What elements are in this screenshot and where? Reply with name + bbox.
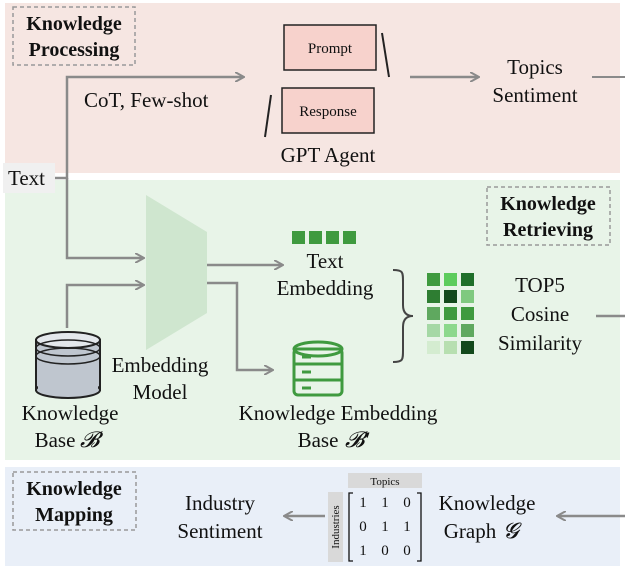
similarity-cell [461,273,474,286]
similarity-cell [444,324,457,337]
text-embedding-cell [326,231,339,244]
kb-embedding-symbol: 𝓑′ [345,427,370,452]
retrieving-section-bg [5,180,620,460]
text-embedding-line2: Embedding [277,276,374,300]
kb-line1: Knowledge [22,401,119,425]
text-embedding-vector [292,231,356,244]
similarity-cell [427,324,440,337]
response-bracket [264,94,272,138]
arrow-kb-to-model [65,285,143,328]
matrix-row-header: Industries [330,505,342,548]
processing-title-line2: Processing [29,39,120,61]
text-embedding-cell [343,231,356,244]
matrix-cell: 0 [403,543,411,559]
gpt-agent-label: GPT Agent [281,143,376,167]
similarity-cell [444,307,457,320]
flow-lines [55,77,625,516]
text-embedding-cell [292,231,305,244]
sentiment-output-line1: Industry [185,491,255,515]
graph-line1: Knowledge [439,491,536,515]
arrow-text-to-gpt [55,77,243,180]
similarity-line2: Cosine [511,302,569,326]
green-database-icon [292,340,344,397]
matrix-cell: 0 [381,543,389,559]
sentiment-output-line2: Sentiment [177,519,262,543]
processing-title: Knowledge Processing [12,6,136,66]
matrix-row-header-bg [328,492,343,562]
response-box [281,87,375,134]
graph-line2: Graph [444,519,497,543]
similarity-cell [444,290,457,303]
matrix-col-header: Topics [370,476,399,488]
matrix-cell: 1 [359,495,367,511]
similarity-cell [461,290,474,303]
similarity-cell [461,307,474,320]
embedding-model-line2: Model [133,380,188,404]
text-embedding-line1: Text [306,249,343,273]
matrix-col-header-bg [348,473,422,488]
mapping-title-line2: Mapping [35,504,113,526]
similarity-cell [461,324,474,337]
graph-symbol: 𝓖 [503,518,522,543]
arrow-text-to-model [65,178,143,258]
matrix-cell: 1 [381,495,389,511]
text-input-label: Text [8,166,45,190]
prompt-box [283,24,377,71]
adjacency-matrix: 1 1 0 0 1 1 1 0 0 [359,495,411,559]
similarity-line1: TOP5 [515,273,565,297]
gray-database-icon [35,331,101,399]
prompt-bracket [381,32,390,78]
matrix-cell: 1 [403,519,411,535]
similarity-brace [392,269,414,363]
retrieving-title-line1: Knowledge [500,193,596,215]
similarity-cell [427,273,440,286]
kb-embedding-line1: Knowledge Embedding [239,401,438,425]
similarity-cell [444,341,457,354]
arrow-model-to-kb-emb [207,281,272,370]
matrix-cell: 0 [359,519,367,535]
mapping-title-line1: Knowledge [26,478,122,500]
kb-embedding-line2: Base [298,428,339,452]
prompt-label: Prompt [308,41,353,57]
similarity-matrix [427,273,474,354]
matrix-brackets [348,492,422,562]
topics-output-line1: Topics [507,55,563,79]
retrieving-title-line2: Retrieving [503,219,593,241]
response-label: Response [299,104,357,120]
kb-line2: Base [35,428,76,452]
topics-output-line2: Sentiment [492,83,577,107]
text-input-box [3,163,55,193]
mapping-title: Knowledge Mapping [12,471,137,531]
matrix-cell: 1 [359,543,367,559]
matrix-cell: 0 [403,495,411,511]
text-embedding-cell [309,231,322,244]
embedding-model-line1: Embedding [112,353,209,377]
similarity-cell [427,290,440,303]
embedding-model-shape [146,195,207,350]
similarity-cell [461,341,474,354]
matrix-cell: 1 [381,519,389,535]
similarity-line3: Similarity [498,331,583,355]
method-label: CoT, Few-shot [84,88,209,112]
processing-title-line1: Knowledge [26,13,122,35]
arrow-similarity-to-graph [558,314,625,516]
similarity-cell [427,341,440,354]
retrieving-title: Knowledge Retrieving [486,186,611,246]
similarity-cell [427,307,440,320]
similarity-cell [444,273,457,286]
